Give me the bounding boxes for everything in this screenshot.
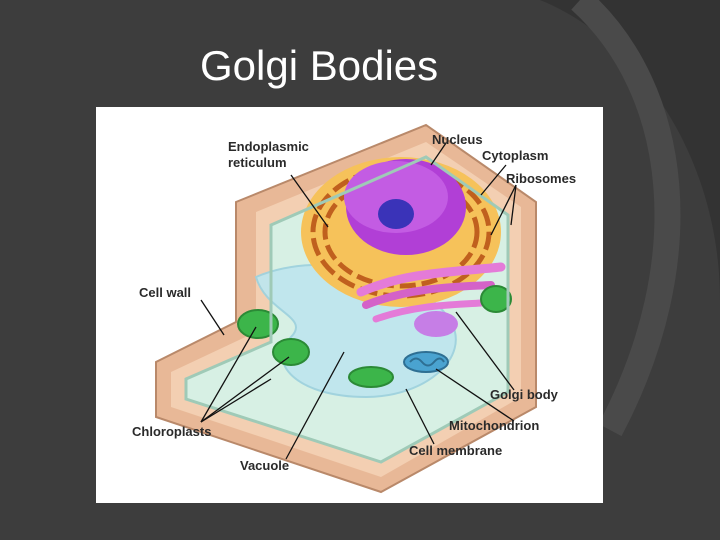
label-ribosomes: Ribosomes	[506, 171, 576, 186]
label-chloroplasts: Chloroplasts	[132, 424, 211, 439]
plant-cell-diagram: Endoplasmic reticulum Nucleus Cytoplasm …	[96, 107, 603, 503]
label-endoplasmic-reticulum-line2: reticulum	[228, 155, 287, 170]
label-cell-membrane: Cell membrane	[409, 443, 502, 458]
mitochondrion	[404, 352, 448, 372]
chloroplast	[273, 339, 309, 365]
slide-title: Golgi Bodies	[200, 42, 438, 90]
nucleolus	[378, 199, 414, 229]
label-cytoplasm: Cytoplasm	[482, 148, 548, 163]
label-golgi-body: Golgi body	[490, 387, 559, 402]
cell-diagram-panel: Endoplasmic reticulum Nucleus Cytoplasm …	[96, 107, 603, 503]
label-endoplasmic-reticulum-line1: Endoplasmic	[228, 139, 309, 154]
chloroplast	[349, 367, 393, 387]
label-mitochondrion: Mitochondrion	[449, 418, 539, 433]
label-nucleus: Nucleus	[432, 132, 483, 147]
label-cell-wall: Cell wall	[139, 285, 191, 300]
label-vacuole: Vacuole	[240, 458, 289, 473]
